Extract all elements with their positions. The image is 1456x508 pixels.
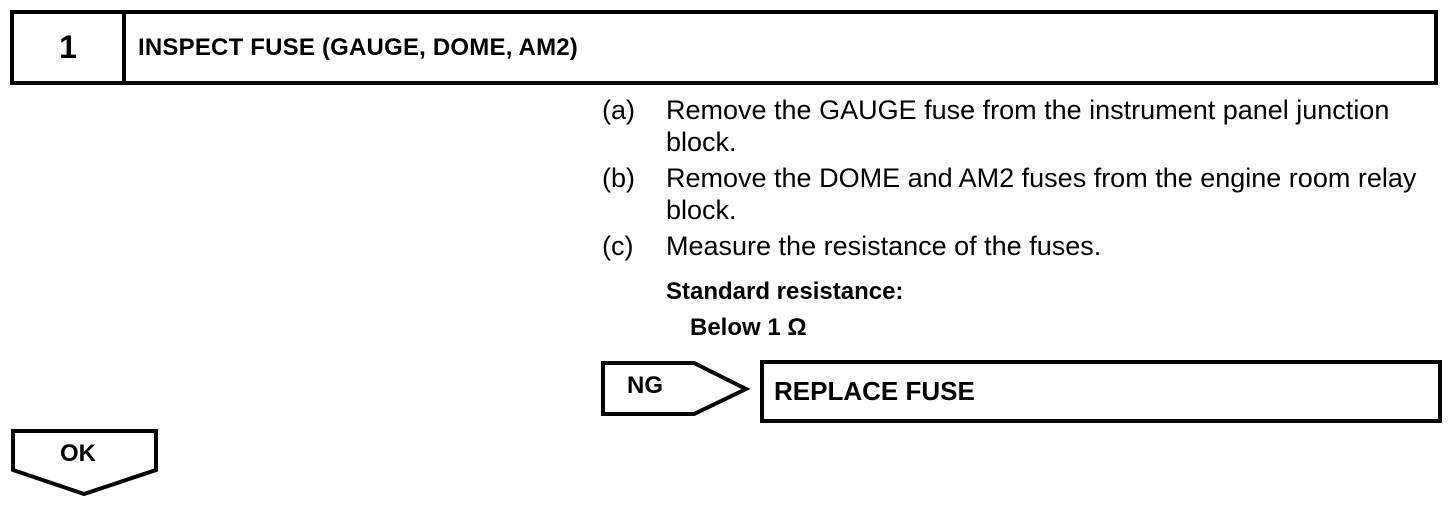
spec-heading: Standard resistance: bbox=[666, 278, 904, 305]
spec-value: Below 1 Ω bbox=[690, 314, 807, 341]
instruction-list: (a) Remove the GAUGE fuse from the instr… bbox=[602, 94, 1422, 266]
step-number: 1 bbox=[14, 14, 126, 81]
ok-label: OK bbox=[60, 440, 96, 467]
instruction-text: Remove the DOME and AM2 fuses from the e… bbox=[666, 163, 1417, 225]
ok-arrow-shape bbox=[11, 429, 158, 497]
ng-action-box: REPLACE FUSE bbox=[760, 360, 1442, 423]
ng-label: NG bbox=[627, 372, 663, 399]
instruction-item: (a) Remove the GAUGE fuse from the instr… bbox=[602, 94, 1422, 158]
instruction-label: (a) bbox=[602, 95, 635, 125]
instruction-label: (c) bbox=[602, 231, 634, 261]
instruction-label: (b) bbox=[602, 163, 635, 193]
step-title: INSPECT FUSE (GAUGE, DOME, AM2) bbox=[138, 33, 579, 61]
ng-arrow-shape bbox=[601, 361, 751, 416]
instruction-item: (c) Measure the resistance of the fuses. bbox=[602, 230, 1422, 262]
instruction-text: Remove the GAUGE fuse from the instrumen… bbox=[666, 95, 1390, 157]
ng-action-text: REPLACE FUSE bbox=[774, 376, 975, 406]
instruction-text: Measure the resistance of the fuses. bbox=[666, 231, 1102, 261]
step-header: 1 INSPECT FUSE (GAUGE, DOME, AM2) bbox=[10, 10, 1438, 85]
instruction-item: (b) Remove the DOME and AM2 fuses from t… bbox=[602, 162, 1422, 226]
